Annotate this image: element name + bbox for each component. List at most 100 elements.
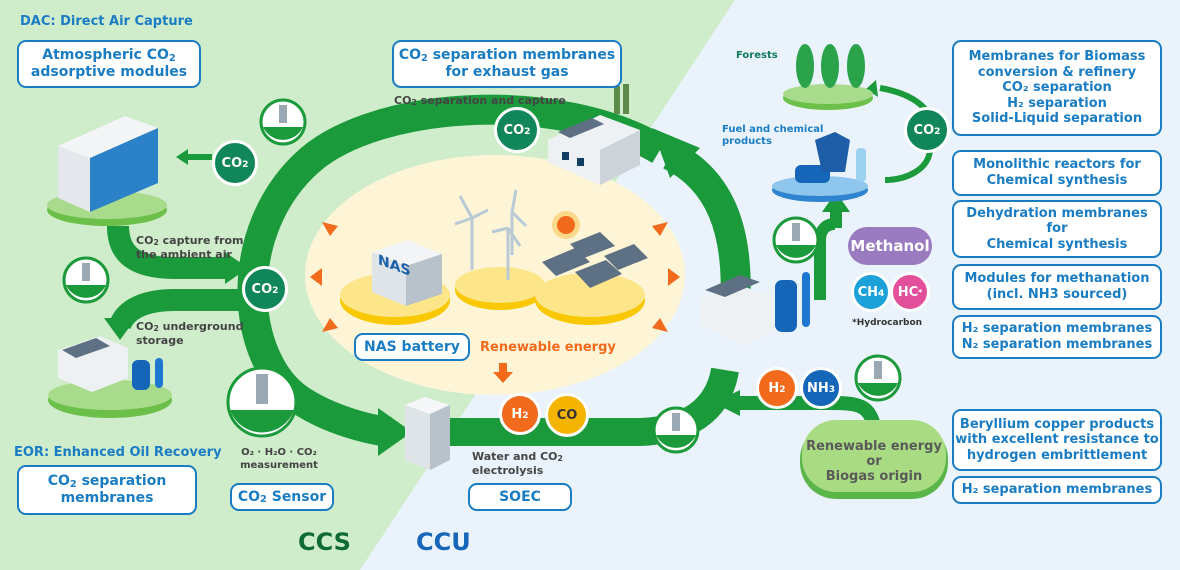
product-box-line: Solid-Liquid separation (971, 111, 1143, 127)
co2-sensor-box[interactable]: CO2 Sensor (230, 483, 334, 511)
soec-caption: Water and CO2 electrolysis (472, 450, 563, 478)
dac-modules-box[interactable]: Atmospheric CO2 adsorptive modules (17, 40, 201, 88)
caption-text: Water and CO (472, 450, 558, 463)
products-illustration (795, 132, 866, 183)
subscript: 4 (878, 288, 885, 299)
product-box-line: for (1046, 221, 1068, 237)
h2-text: H (511, 406, 523, 422)
label-line2: products (722, 135, 772, 147)
co2-text: CO (503, 122, 525, 138)
methanol-badge: Methanol (848, 227, 932, 265)
h2-text: H (768, 380, 780, 396)
product-box-line: hydrogen embrittlement (966, 447, 1148, 463)
box-text: Sensor (266, 488, 327, 505)
box-text: separation membranes (427, 47, 616, 64)
sensor-measurement-caption: O₂ · H₂O · CO₂ measurement (234, 447, 324, 472)
product-box-line: Dehydration membranes (966, 205, 1148, 221)
product-box-line: H₂ separation membranes (961, 482, 1153, 498)
box-text: CO (398, 47, 422, 64)
energy-distribution-arrows (310, 222, 680, 383)
origin-line1: Renewable energy (806, 439, 942, 454)
superscript: * (918, 287, 923, 297)
nas-battery-illustration (372, 240, 442, 306)
subscript: 2 (69, 479, 77, 491)
subscript: 2 (153, 324, 159, 334)
product-box[interactable]: Modules for methanation(incl. NH3 source… (952, 264, 1162, 310)
ccu-plant-illustration (700, 272, 810, 345)
soec-cabinet-illustration (405, 397, 450, 470)
sensor-bubbles (62, 98, 902, 454)
sensor-box-text: CO2 Sensor (238, 489, 326, 506)
dac-box-text: Atmospheric CO (42, 47, 169, 64)
wind-turbines (454, 189, 528, 280)
exhaust-factory-illustration (548, 84, 640, 185)
hydrocarbon-footnote: *Hydrocarbon (852, 318, 923, 328)
solar-panels (542, 232, 648, 288)
nas-battery-box[interactable]: NAS battery (354, 333, 470, 361)
subscript: 2 (421, 53, 428, 65)
eor-membranes-box[interactable]: CO2 separation membranes (17, 465, 197, 515)
caption-line1: O₂ · H₂O · CO₂ (241, 447, 317, 458)
subscript: 3 (828, 384, 836, 395)
co2-text: CO (913, 122, 935, 138)
ccu-section-label: CCU (416, 528, 471, 556)
box-text: separation (76, 473, 167, 490)
product-box-line: (incl. NH3 sourced) (986, 287, 1128, 302)
product-box-line: with excellent resistance to (955, 432, 1159, 448)
subscript: 2 (272, 285, 279, 296)
storage-caption: CO2 underground storage (136, 320, 243, 348)
box-text: CO (47, 473, 70, 490)
caption-text: electrolysis (472, 463, 544, 477)
caption-text: underground (158, 320, 244, 333)
cycle-arrow-bottom (440, 367, 739, 446)
product-box-line: H₂ separation membranes (961, 321, 1153, 337)
product-box-line: Monolithic reactors for (973, 157, 1141, 173)
dac-heading: DAC: Direct Air Capture (20, 14, 193, 29)
label-line1: Fuel and chemical (722, 124, 824, 135)
forest-trees (796, 44, 865, 88)
ch4-text: CH (857, 284, 879, 300)
co2-text: CO (251, 281, 273, 297)
subscript: 2 (557, 454, 563, 464)
product-box[interactable]: H₂ separation membranes (952, 476, 1162, 504)
dac-capture-caption: CO2 capture from the ambient air (136, 234, 243, 262)
renewable-energy-label: Renewable energy (480, 340, 616, 355)
subscript: 2 (242, 159, 249, 170)
dac-module-illustration (58, 116, 158, 212)
subscript: 2 (260, 494, 267, 506)
eor-facility-illustration (58, 336, 163, 392)
subscript: 2 (524, 126, 531, 137)
eor-heading: EOR: Enhanced Oil Recovery (14, 445, 222, 460)
product-box-line: Membranes for Biomass (968, 49, 1146, 65)
caption-text: CO (136, 234, 154, 247)
co2-text: CO (221, 155, 243, 171)
product-box-line: CO₂ separation (1002, 80, 1112, 96)
product-box-line: Chemical synthesis (986, 236, 1128, 252)
soec-box[interactable]: SOEC (468, 483, 572, 511)
caption-line2: measurement (240, 459, 318, 471)
caption-text: storage (136, 333, 184, 347)
exhaust-membranes-box[interactable]: CO2 separation membranes for exhaust gas (392, 40, 622, 88)
cycle-arrowhead-left (378, 408, 412, 456)
eor-box-line1: CO2 separation (48, 473, 167, 490)
dac-box-line1: Atmospheric CO2 (42, 47, 175, 64)
products-up-arrow (814, 218, 836, 300)
origin-label: Renewable energy or Biogas origin (802, 439, 946, 485)
product-box-line: conversion & refinery (977, 64, 1137, 80)
subscript: 2 (153, 238, 159, 248)
caption-text: separation and capture (416, 94, 566, 107)
caption-text: capture from (158, 234, 244, 247)
origin-line2: or (866, 453, 882, 469)
product-box-line: H₂ separation (1007, 95, 1107, 111)
exhaust-box-line2: for exhaust gas (445, 64, 569, 80)
subscript: 2 (168, 53, 176, 65)
